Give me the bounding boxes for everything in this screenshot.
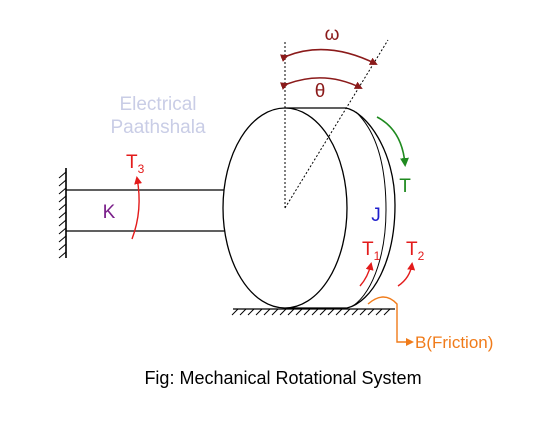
stiffness-label: K <box>103 202 116 223</box>
omega-label: ω <box>325 24 340 45</box>
applied-torque-arrow <box>376 116 409 167</box>
t2-subscript: 2 <box>418 249 425 263</box>
friction-curve <box>367 296 414 346</box>
theta-label: θ <box>315 81 326 102</box>
t3-arrow <box>131 176 143 240</box>
t1-subscript: 1 <box>374 249 381 263</box>
applied-torque-label: T <box>399 176 411 197</box>
watermark-line-1: Electrical <box>119 94 196 115</box>
omega-arrow <box>279 48 378 65</box>
theta-arrow <box>279 77 363 90</box>
left-wall-hatching <box>58 171 67 259</box>
disc-inner-edge <box>352 111 387 307</box>
t3-subscript: 3 <box>138 162 145 176</box>
angle-reference-line <box>284 39 389 209</box>
watermark-line-2: Paathshala <box>110 117 206 138</box>
inertia-label: J <box>371 205 381 226</box>
t1-label: T1 <box>362 239 381 263</box>
t2-base: T <box>406 239 418 260</box>
t2-label: T2 <box>406 239 425 263</box>
ground-hatching <box>231 308 391 316</box>
friction-label: B(Friction) <box>415 333 493 352</box>
t3-base: T <box>126 152 138 173</box>
t3-label: T3 <box>126 152 145 176</box>
t1-arrow <box>359 262 374 287</box>
t2-arrow <box>397 262 416 287</box>
figure-caption: Fig: Mechanical Rotational System <box>144 368 421 388</box>
t1-base: T <box>362 239 374 260</box>
